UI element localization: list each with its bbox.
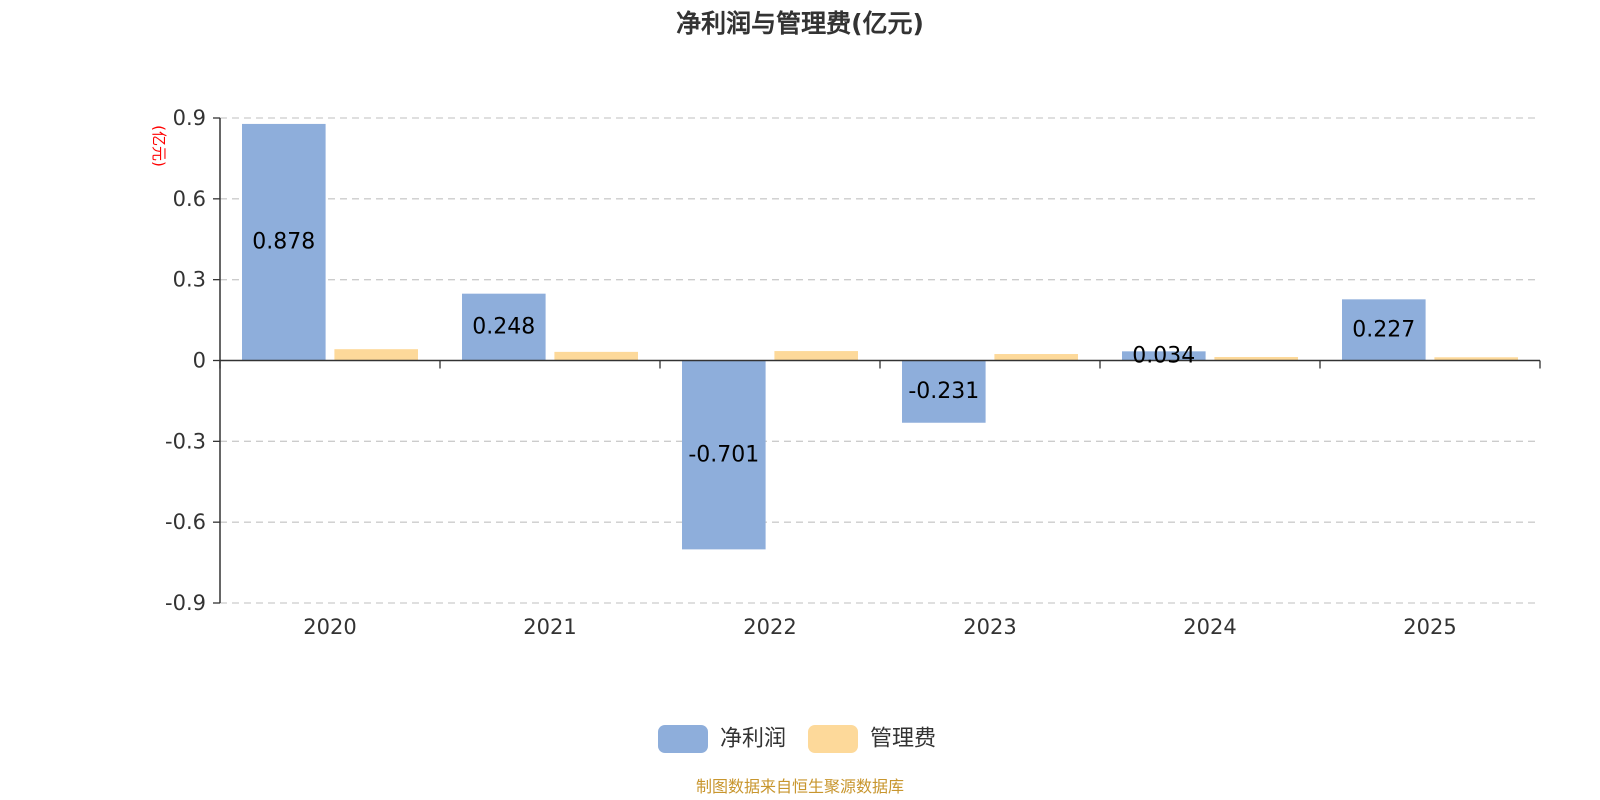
data-label: 0.878 [252, 230, 315, 255]
x-tick-label: 2024 [1183, 615, 1236, 639]
axes: 0.9 0.6 0.3 0 -0.3 -0.6 -0.9 2020 2021 2022 2023 20… [165, 106, 1541, 639]
bar-admin-expense-2022 [774, 351, 858, 361]
bar-admin-expense-2021 [554, 351, 638, 361]
bar-admin-expense-2025 [1434, 357, 1518, 361]
legend-swatch [658, 725, 708, 753]
y-tick-label: 0 [193, 349, 206, 373]
data-label: 0.248 [472, 315, 535, 340]
x-tick-label: 2025 [1403, 615, 1456, 639]
gridlines [220, 117, 1540, 604]
legend-swatch [808, 725, 858, 753]
bar-admin-expense-2024 [1214, 356, 1298, 361]
legend-label: 管理费 [870, 727, 936, 752]
bar-net-profit-2021 [462, 293, 546, 361]
x-tick-label: 2020 [303, 615, 356, 639]
x-tick-label: 2023 [963, 615, 1016, 639]
bars [242, 123, 1518, 550]
y-tick-label: 0.6 [173, 187, 206, 211]
data-label: 0.227 [1352, 317, 1415, 342]
x-tick-label: 2022 [743, 615, 796, 639]
y-tick-label: 0.3 [173, 268, 206, 292]
chart-title: 净利润与管理费(亿元) [676, 9, 924, 38]
bar-net-profit-2020 [242, 123, 326, 361]
bar-net-profit-2025 [1342, 299, 1426, 361]
data-source-note: 制图数据来自恒生聚源数据库 [696, 777, 904, 796]
y-tick-label: -0.9 [165, 591, 206, 615]
bar-admin-expense-2023 [994, 354, 1078, 361]
y-tick-label: -0.3 [165, 429, 206, 453]
bar-net-profit-2022 [682, 360, 766, 550]
y-tick-label: -0.6 [165, 510, 206, 534]
bar-net-profit-2024 [1122, 351, 1206, 361]
legend: 净利润 管理费 [658, 725, 936, 753]
data-label: -0.701 [688, 442, 759, 467]
y-axis-unit-label: (亿元) [150, 125, 168, 167]
bar-admin-expense-2020 [334, 349, 418, 361]
legend-label: 净利润 [720, 727, 786, 752]
bar-net-profit-2023 [902, 360, 986, 423]
x-tick-label: 2021 [523, 615, 576, 639]
y-tick-label: 0.9 [173, 106, 206, 130]
data-labels: 0.878 0.248 -0.701 -0.231 0.034 0.227 [252, 230, 1415, 468]
data-label: 0.034 [1132, 343, 1195, 368]
data-label: -0.231 [908, 379, 979, 404]
